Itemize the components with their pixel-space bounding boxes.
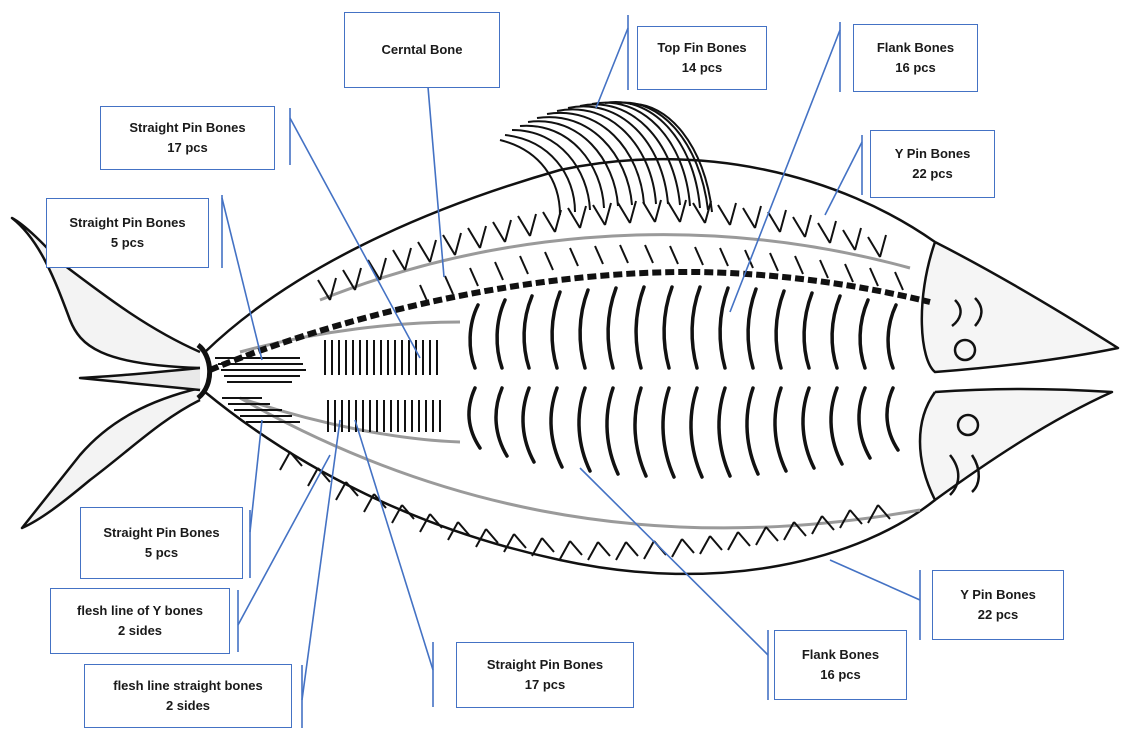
- label-flesh-y-line2: 2 sides: [118, 621, 162, 641]
- body-outline-top: [205, 159, 935, 352]
- label-flank-bottom-line1: Flank Bones: [802, 645, 879, 665]
- callout-brackets: [222, 15, 920, 728]
- label-flesh-straight-line2: 2 sides: [166, 696, 210, 716]
- flank-bones-lower: [469, 388, 898, 477]
- label-flesh-y-line1: flesh line of Y bones: [77, 601, 203, 621]
- label-y-pin-top: Y Pin Bones 22 pcs: [870, 130, 995, 198]
- label-straight-5-bottom-line1: Straight Pin Bones: [103, 523, 219, 543]
- leader-flank-bottom: [580, 468, 768, 655]
- label-flank-top-line2: 16 pcs: [895, 58, 935, 78]
- label-straight-17-bottom-line1: Straight Pin Bones: [487, 655, 603, 675]
- head-lower: [920, 389, 1112, 500]
- label-top-fin-line1: Top Fin Bones: [657, 38, 746, 58]
- leader-straight-5-top: [222, 198, 262, 360]
- flank-bones-upper: [470, 287, 896, 368]
- leader-straight-5-bottom: [250, 420, 262, 532]
- leader-top-fin: [596, 28, 628, 108]
- label-straight-pin-5-bottom: Straight Pin Bones 5 pcs: [80, 507, 243, 579]
- label-straight-5-top-line1: Straight Pin Bones: [69, 213, 185, 233]
- label-straight-pin-17-top: Straight Pin Bones 17 pcs: [100, 106, 275, 170]
- label-top-fin-line2: 14 pcs: [682, 58, 722, 78]
- label-flesh-line-straight: flesh line straight bones 2 sides: [84, 664, 292, 728]
- label-flank-bones-bottom: Flank Bones 16 pcs: [774, 630, 907, 700]
- label-straight-pin-5-top: Straight Pin Bones 5 pcs: [46, 198, 209, 268]
- label-y-pin-bottom: Y Pin Bones 22 pcs: [932, 570, 1064, 640]
- label-central-line1: Cerntal Bone: [382, 40, 463, 60]
- upper-connector-bones: [420, 245, 903, 303]
- label-straight-pin-17-bottom: Straight Pin Bones 17 pcs: [456, 642, 634, 708]
- leader-y-pin-top: [825, 142, 862, 215]
- label-straight-17-top-line2: 17 pcs: [167, 138, 207, 158]
- label-central-bone: Cerntal Bone: [344, 12, 500, 88]
- y-pin-bones-top: [318, 200, 886, 300]
- label-y-pin-bottom-line2: 22 pcs: [978, 605, 1018, 625]
- label-flank-top-line1: Flank Bones: [877, 38, 954, 58]
- label-flank-bottom-line2: 16 pcs: [820, 665, 860, 685]
- leader-y-pin-bottom: [830, 560, 920, 600]
- label-straight-17-bottom-line2: 17 pcs: [525, 675, 565, 695]
- label-y-pin-bottom-line1: Y Pin Bones: [960, 585, 1036, 605]
- label-flesh-line-y: flesh line of Y bones 2 sides: [50, 588, 230, 654]
- head-upper: [922, 242, 1118, 372]
- leader-straight-17-top: [290, 118, 420, 358]
- label-flank-bones-top: Flank Bones 16 pcs: [853, 24, 978, 92]
- straight-pin-bones-tail-lower: [222, 398, 300, 422]
- leader-central: [428, 87, 444, 277]
- label-straight-5-bottom-line2: 5 pcs: [145, 543, 178, 563]
- label-y-pin-top-line2: 22 pcs: [912, 164, 952, 184]
- label-top-fin-bones: Top Fin Bones 14 pcs: [637, 26, 767, 90]
- tail-fin-middle: [80, 368, 200, 390]
- y-pin-bones-bottom: [280, 452, 890, 560]
- label-straight-5-top-line2: 5 pcs: [111, 233, 144, 253]
- label-flesh-straight-line1: flesh line straight bones: [113, 676, 263, 696]
- central-bone: [210, 272, 930, 370]
- label-straight-17-top-line1: Straight Pin Bones: [129, 118, 245, 138]
- label-y-pin-top-line1: Y Pin Bones: [895, 144, 971, 164]
- leader-straight-17-bottom: [355, 420, 433, 670]
